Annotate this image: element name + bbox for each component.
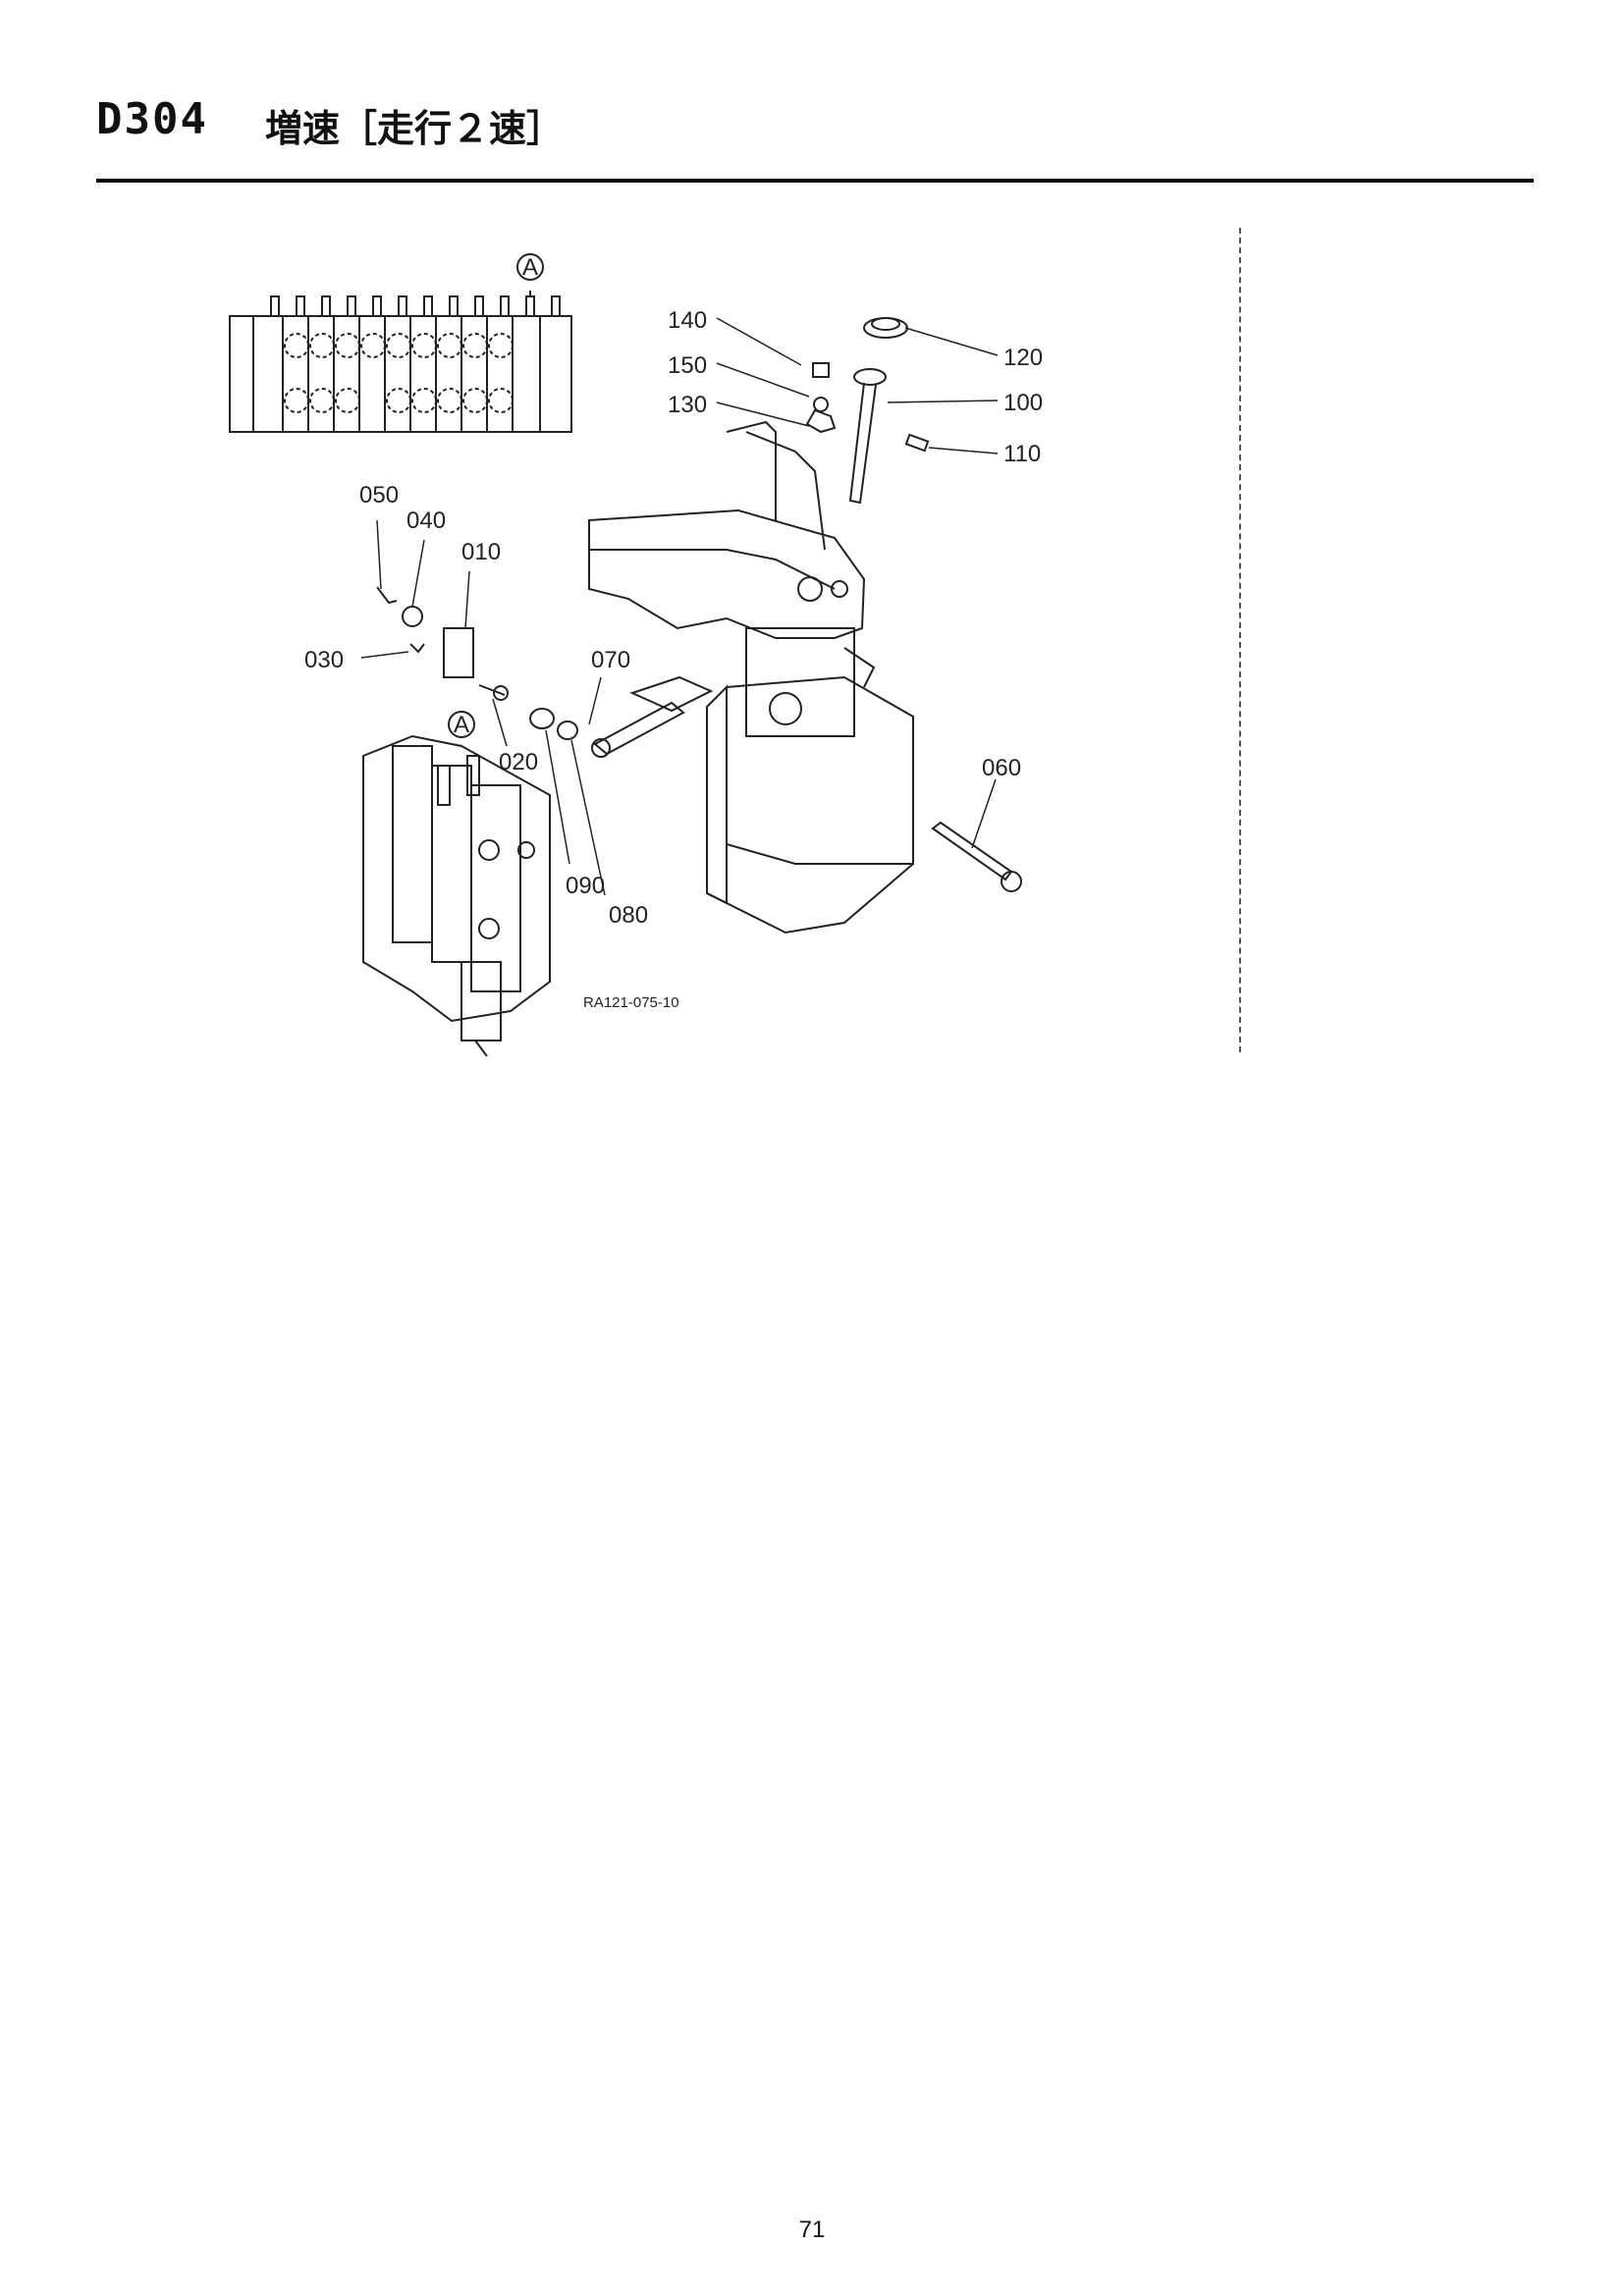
ref-a-marker-top (516, 253, 544, 281)
callout-090: 090 (566, 873, 605, 899)
valve-bank-side-view (362, 734, 551, 1057)
callout-010: 010 (461, 539, 501, 565)
callout-080: 080 (609, 902, 648, 929)
header-rule (96, 179, 1534, 183)
ref-a-marker-lower (448, 711, 475, 738)
page-number: 71 (798, 2216, 826, 2243)
callout-130: 130 (668, 392, 707, 418)
callout-150: 150 (668, 352, 707, 379)
bolt-060 (931, 821, 1022, 892)
page-title: 増速［走行２速］ (265, 107, 565, 150)
callout-ref-a-top: A (522, 254, 538, 281)
valve-bank-top-view (229, 291, 572, 433)
callout-ref-a-lower: A (454, 712, 469, 738)
section-code: D304 (96, 94, 208, 144)
pedal-arm (591, 675, 714, 758)
bushing-parts (376, 586, 578, 740)
callout-060: 060 (982, 755, 1021, 781)
callout-040: 040 (406, 507, 446, 534)
callout-070: 070 (591, 647, 630, 673)
callout-110: 110 (1003, 441, 1041, 467)
callout-leaders (360, 317, 999, 896)
callout-140: 140 (668, 307, 707, 334)
knob-rod (805, 317, 930, 505)
callout-030: 030 (304, 647, 344, 673)
parts-diagram: A A 140 150 130 120 100 110 050 040 010 … (229, 253, 1043, 1057)
diagram-reference-code: RA121-075-10 (583, 994, 679, 1011)
callout-050: 050 (359, 482, 399, 508)
pedal-bracket (588, 420, 914, 934)
callout-120: 120 (1003, 345, 1043, 371)
callout-100: 100 (1003, 390, 1043, 416)
column-divider (1239, 228, 1241, 1052)
callout-020: 020 (499, 749, 538, 775)
